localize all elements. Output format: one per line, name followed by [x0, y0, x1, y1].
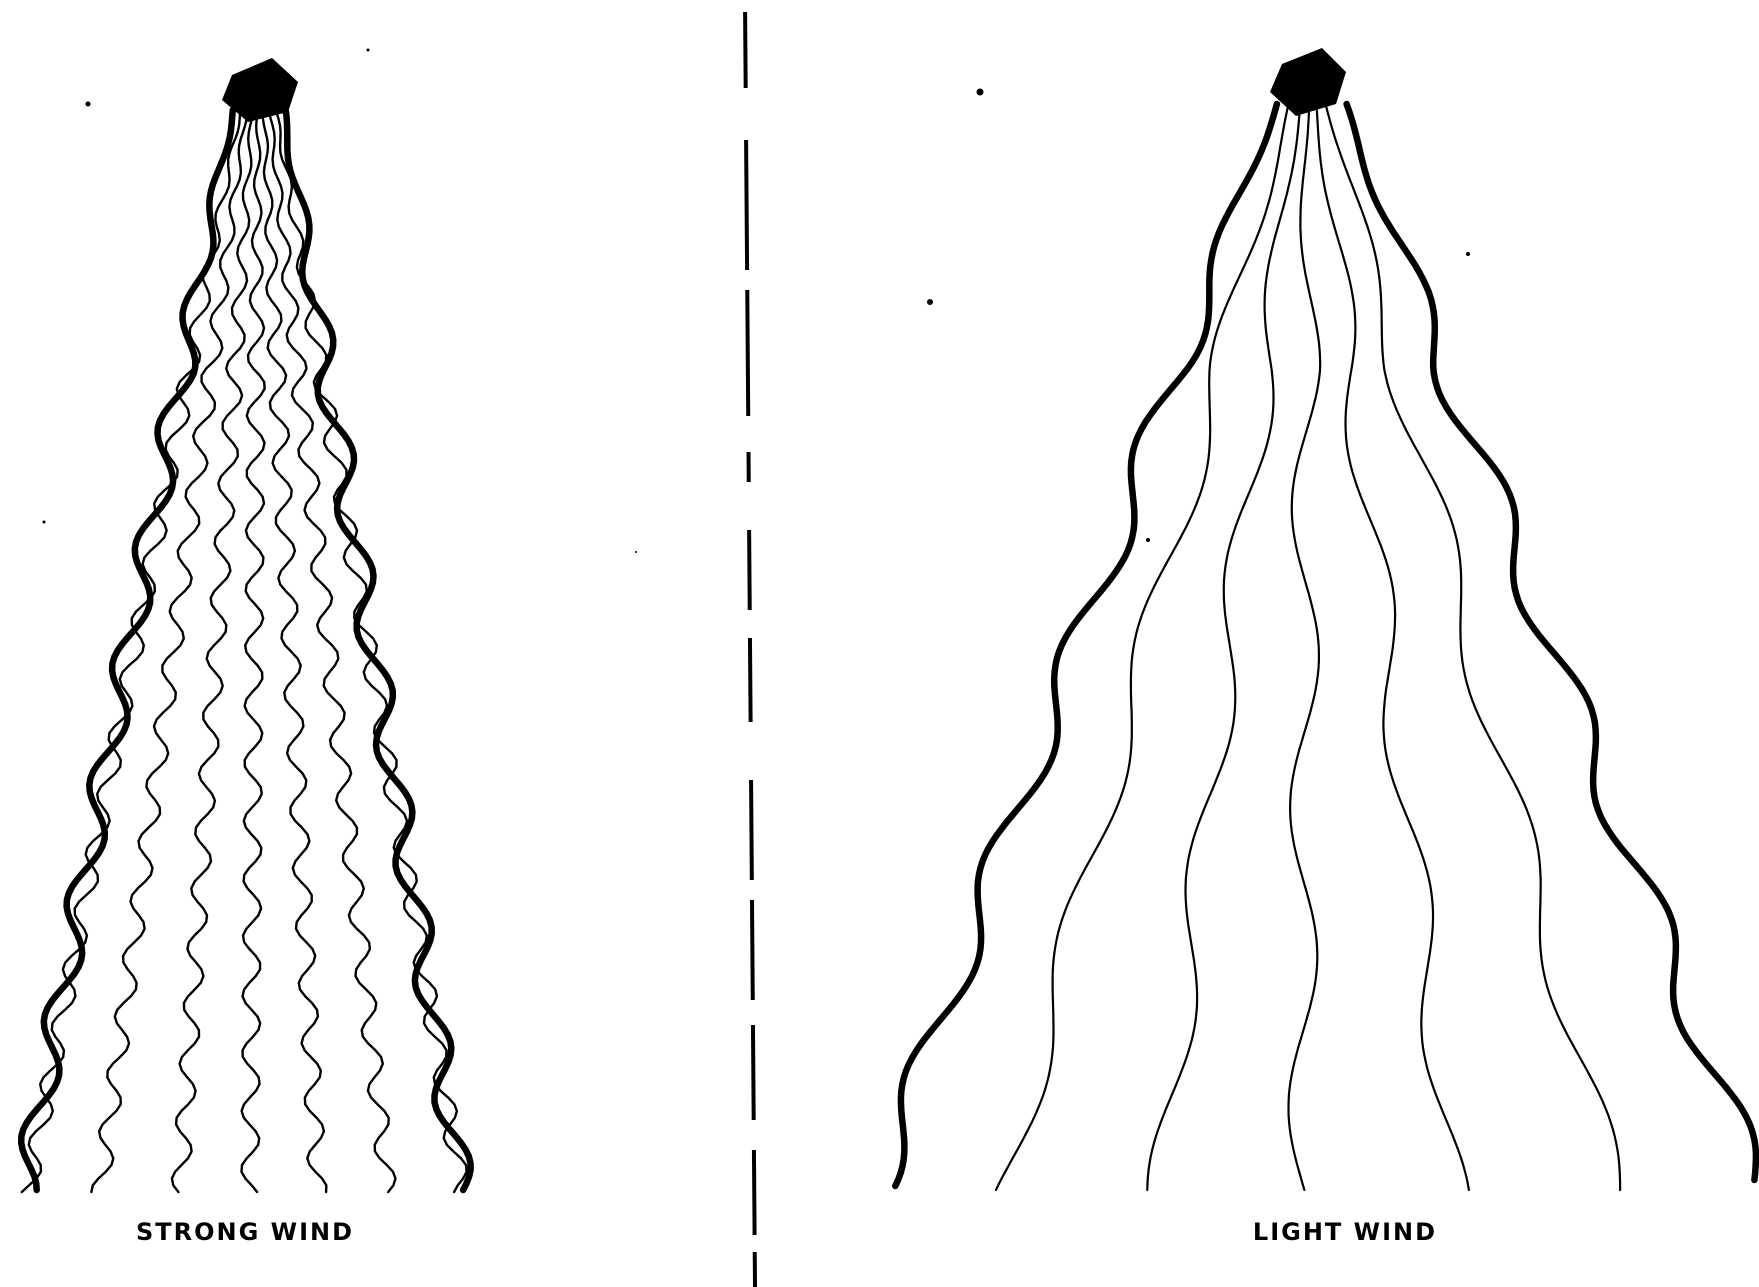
light-wind-plume-line [1289, 106, 1321, 1190]
print-speck [367, 49, 370, 52]
divider-dash [746, 140, 747, 270]
light-wind-plume-edge-left [895, 104, 1277, 1186]
light-wind-plume-line [1317, 106, 1469, 1190]
light-wind-plume-line [1326, 106, 1620, 1190]
divider-dash [745, 12, 746, 88]
light-wind-plume-edge-right [1347, 104, 1756, 1180]
divider-dash [749, 530, 750, 610]
light-wind-plume-lines [895, 104, 1756, 1190]
divider-dash [751, 780, 752, 880]
print-speck [927, 299, 933, 305]
hexagon-source-icon [1270, 48, 1346, 116]
strong-wind-plume-edge-right [286, 110, 471, 1190]
strong-wind-caption: STRONG WIND [100, 1218, 390, 1246]
light-wind-plume-line [996, 106, 1288, 1190]
light-wind-panel [895, 48, 1756, 1190]
divider-dash [750, 638, 751, 722]
print-speck [635, 551, 637, 553]
strong-wind-plume-line [172, 112, 253, 1192]
print-speck [43, 521, 46, 524]
print-speck [86, 102, 91, 107]
print-speck [1146, 538, 1150, 542]
divider-dash [754, 1150, 755, 1235]
light-wind-plume-line [1147, 106, 1300, 1190]
print-speck [1466, 252, 1470, 256]
light-wind-caption: LIGHT WIND [1200, 1218, 1490, 1246]
print-speck [977, 89, 984, 96]
dashed-divider [745, 12, 755, 1287]
divider-dash [752, 900, 753, 1000]
divider-dash [747, 290, 748, 416]
strong-wind-panel [21, 58, 470, 1192]
strong-wind-plume-line [263, 112, 327, 1192]
strong-wind-plume-lines [21, 110, 470, 1192]
divider-dash [753, 1025, 754, 1120]
